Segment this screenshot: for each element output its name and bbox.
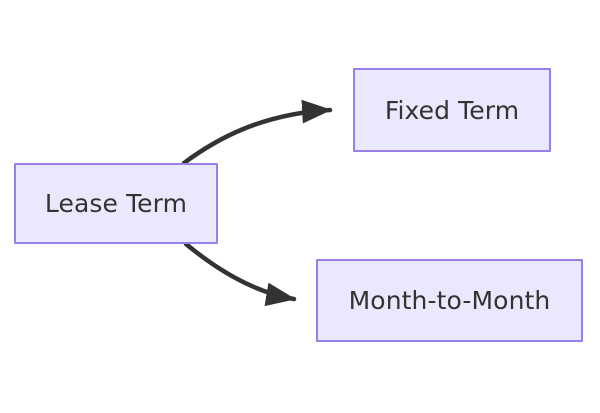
node-month-to-month-label: Month-to-Month bbox=[348, 286, 551, 315]
node-lease-term[interactable]: Lease Term bbox=[14, 163, 218, 244]
node-fixed-term-label: Fixed Term bbox=[384, 95, 520, 125]
edge-lease-term-to-fixed-term bbox=[181, 99, 333, 166]
node-month-to-month[interactable]: Month-to-Month bbox=[316, 259, 583, 342]
node-fixed-term[interactable]: Fixed Term bbox=[353, 68, 551, 152]
edge-lease-term-to-month-to-month bbox=[183, 241, 297, 307]
node-lease-term-label: Lease Term bbox=[44, 189, 188, 218]
